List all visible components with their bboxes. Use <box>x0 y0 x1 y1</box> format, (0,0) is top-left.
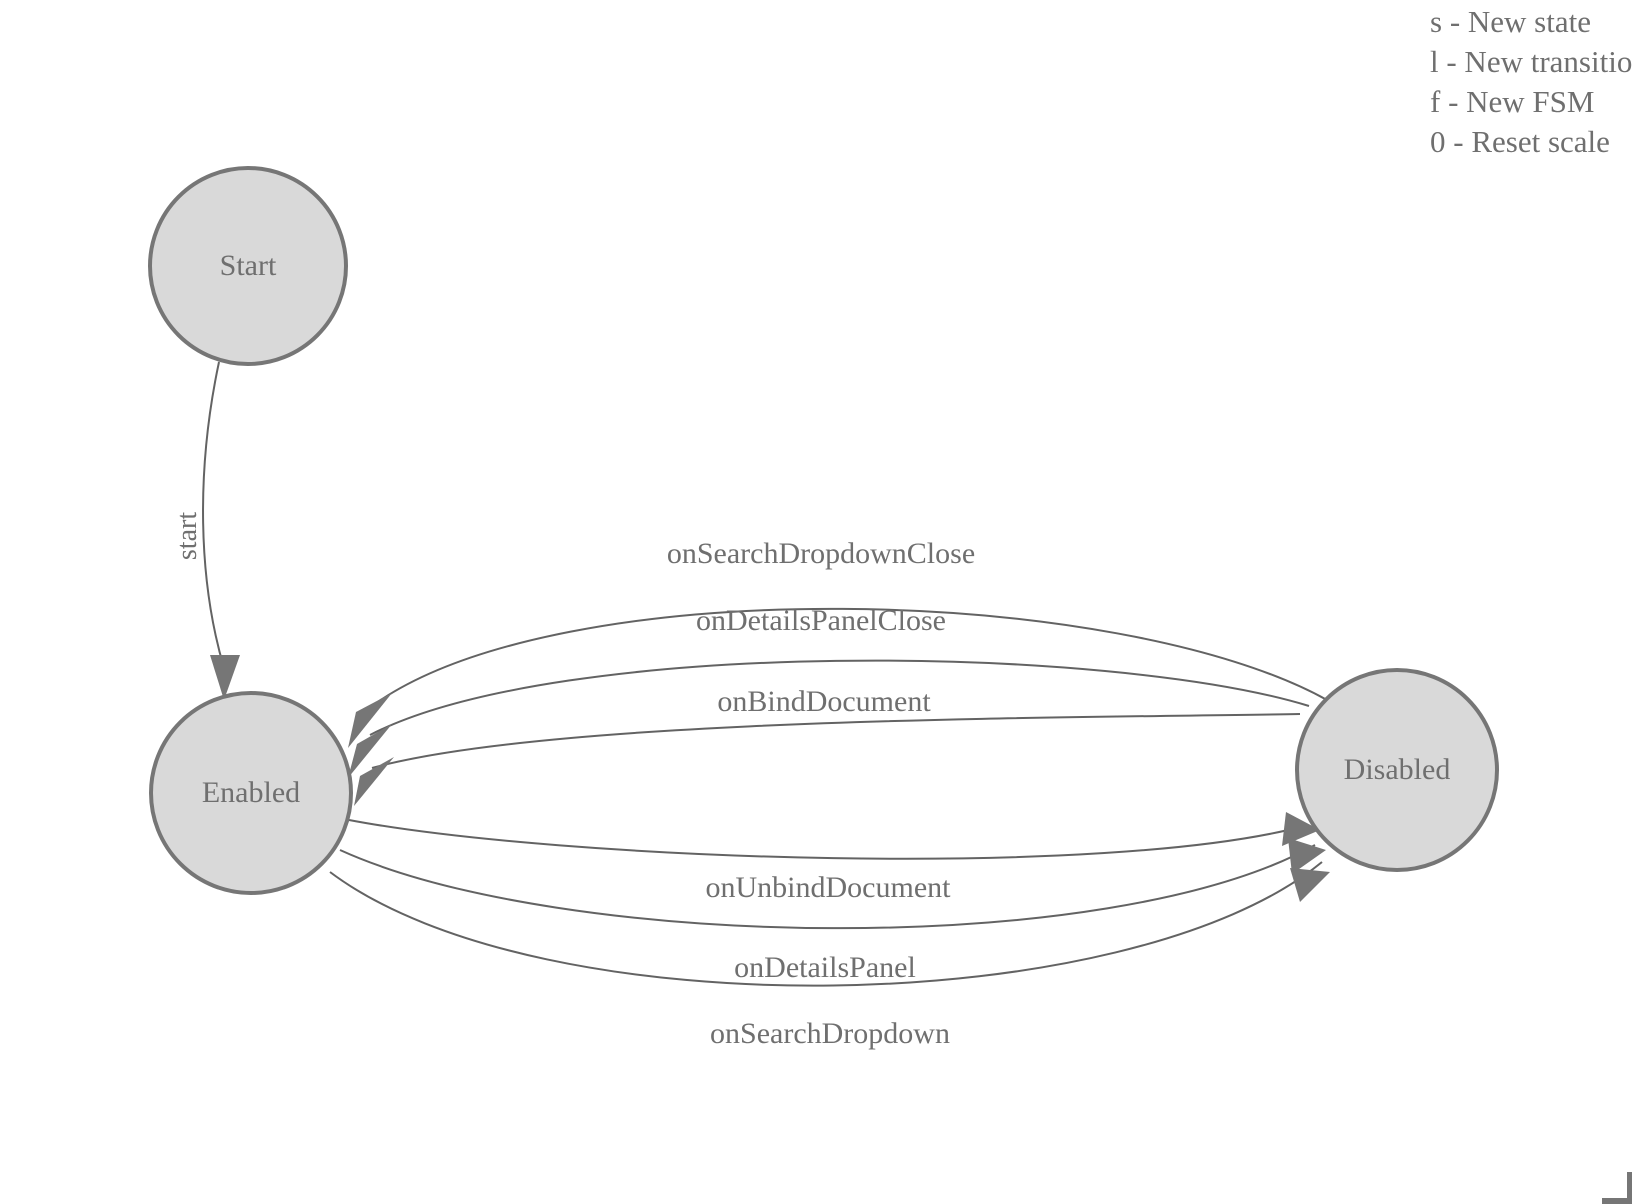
transition-onsearchdropdownclose-path <box>371 607 1328 707</box>
transition-onunbinddocument-path <box>348 819 1309 860</box>
state-node-disabled[interactable]: Disabled <box>1295 668 1499 872</box>
transition-onbinddocument-path <box>371 713 1301 769</box>
transition-onsearchdropdownclose[interactable] <box>348 607 1328 748</box>
transition-ondetailspanel-path <box>339 844 1316 930</box>
state-node-disabled-circle <box>1295 668 1499 872</box>
transition-label-onbinddocument: onBindDocument <box>717 685 931 718</box>
horizontal-scrollbar-thumb[interactable] <box>1602 1198 1628 1204</box>
transition-ondetailspanel-arrowhead <box>1288 838 1326 874</box>
transition-label-ondetailspanel: onDetailsPanel <box>734 951 916 984</box>
transition-onsearchdropdownclose-arrowhead <box>348 693 392 748</box>
transition-label-ondetailspanelclose: onDetailsPanelClose <box>696 604 946 637</box>
transition-start-arrowhead <box>210 655 240 700</box>
state-node-start-label: Start <box>220 249 277 282</box>
transition-ondetailspanelclose[interactable] <box>348 659 1310 778</box>
transition-onbinddocument[interactable] <box>354 713 1301 806</box>
transition-ondetailspanelclose-path <box>369 659 1310 736</box>
state-node-start[interactable]: Start <box>148 166 348 366</box>
transition-label-start: start <box>172 512 203 560</box>
transition-label-onunbinddocument: onUnbindDocument <box>706 871 952 904</box>
transition-onunbinddocument-arrowhead <box>1282 812 1320 846</box>
transition-start[interactable] <box>202 361 240 700</box>
transition-onbinddocument-arrowhead <box>354 757 394 806</box>
transition-ondetailspanel[interactable] <box>339 838 1326 930</box>
transition-onsearchdropdown-arrowhead <box>1290 868 1330 902</box>
state-node-start-circle <box>148 166 348 366</box>
transition-onsearchdropdown[interactable] <box>329 861 1330 987</box>
vertical-scrollbar-thumb[interactable] <box>1627 1172 1632 1204</box>
state-node-disabled-label: Disabled <box>1344 753 1451 786</box>
transition-label-onsearchdropdownclose: onSearchDropdownClose <box>667 537 975 570</box>
state-node-enabled-circle <box>149 691 353 895</box>
horizontal-scrollbar-track[interactable] <box>0 1198 1632 1204</box>
transition-label-onsearchdropdown: onSearchDropdown <box>710 1017 950 1050</box>
transition-start-path <box>202 361 225 669</box>
transition-onunbinddocument[interactable] <box>348 812 1320 860</box>
transition-onsearchdropdown-path <box>329 861 1323 987</box>
vertical-scrollbar-track[interactable] <box>1627 0 1632 1204</box>
state-node-enabled[interactable]: Enabled <box>149 691 353 895</box>
state-node-enabled-label: Enabled <box>202 776 300 809</box>
transition-ondetailspanelclose-arrowhead <box>348 724 392 778</box>
